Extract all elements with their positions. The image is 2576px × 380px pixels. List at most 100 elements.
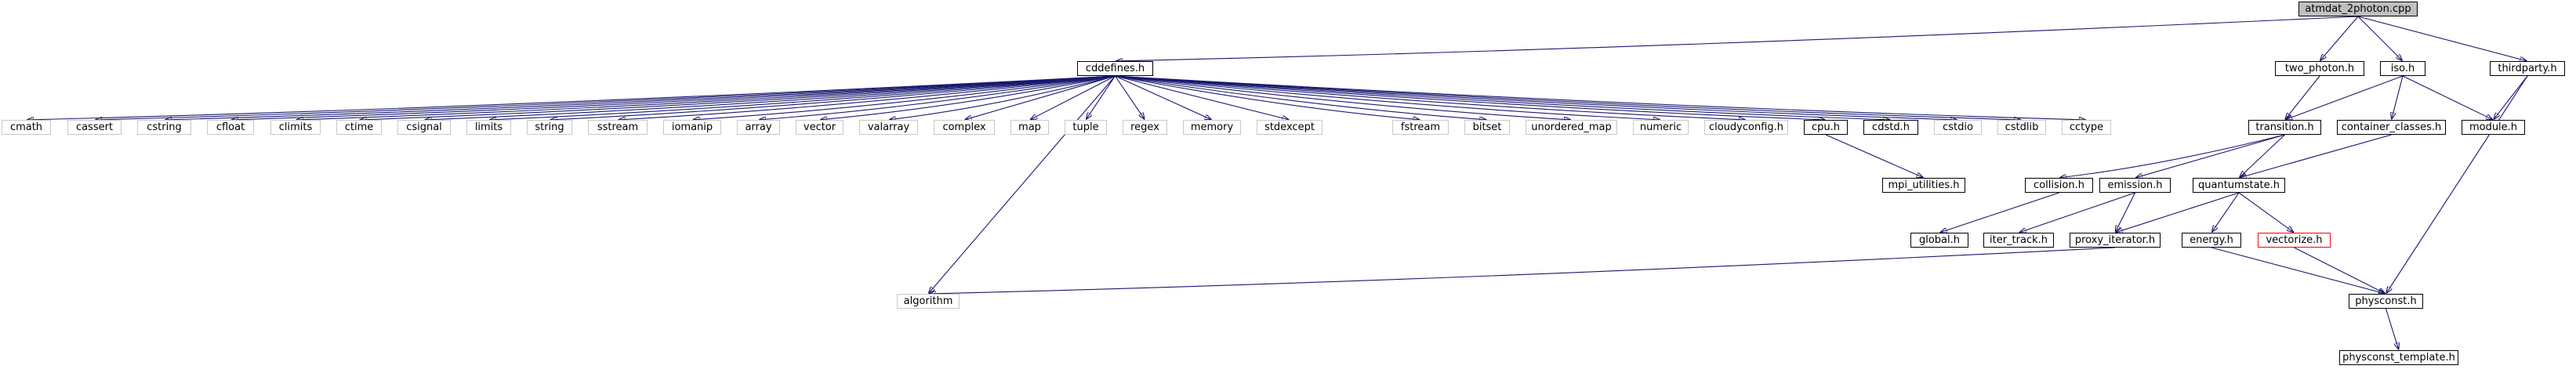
graph-edge [1087,75,1116,119]
graph-edge [2116,192,2135,232]
graph-edge [296,75,1116,120]
graph-node-algorithm[interactable]: algorithm [897,294,960,309]
graph-node-label: cfloat [216,121,245,133]
graph-node-label: container_classes.h [2341,121,2442,133]
graph-node-limits[interactable]: limits [466,120,511,135]
graph-node-bitset[interactable]: bitset [1464,120,1510,135]
graph-node-cassert[interactable]: cassert [67,120,122,135]
graph-edge [2402,75,2492,119]
graph-node-physconst-h[interactable]: physconst.h [2349,294,2423,309]
graph-node-label: cctype [2069,121,2104,133]
graph-node-cstdio[interactable]: cstdio [1934,120,1982,135]
graph-node-label: valarray [867,121,910,133]
graph-node-label: iomanip [671,121,713,133]
graph-edge [425,75,1116,120]
graph-edge [360,75,1116,120]
graph-node-valarray[interactable]: valarray [859,120,918,135]
graph-node-fstream[interactable]: fstream [1392,120,1449,135]
graph-node-sstream[interactable]: sstream [588,120,648,135]
graph-node-label: algorithm [903,295,953,307]
graph-node-label: complex [942,121,986,133]
graph-node-map[interactable]: map [1010,120,1049,135]
graph-node-mpi-utilities-h[interactable]: mpi_utilities.h [1882,178,1965,193]
graph-node-climits[interactable]: climits [270,120,321,135]
graph-edge [1115,75,1420,120]
graph-edge [2285,75,2320,119]
graph-node-numeric[interactable]: numeric [1633,120,1689,135]
graph-node-container-classes-h[interactable]: container_classes.h [2337,120,2446,135]
graph-node-cddefines-h[interactable]: cddefines.h [1077,61,1153,76]
graph-node-label: cdstd.h [1872,121,1910,133]
graph-edge [27,75,1116,120]
graph-edge [2240,134,2285,177]
graph-edge [2494,75,2528,119]
graph-node-iter-track-h[interactable]: iter_track.h [1983,233,2054,248]
graph-edge [2294,247,2386,293]
graph-edge [821,75,1116,120]
graph-edge [1940,192,2059,233]
graph-edge [929,247,2116,294]
graph-node-regex[interactable]: regex [1123,120,1167,135]
graph-edge [1825,134,1923,177]
graph-node-stdexcept[interactable]: stdexcept [1257,120,1322,135]
graph-node-label: cddefines.h [1085,63,1145,74]
graph-node-vectorize-h[interactable]: vectorize.h [2258,233,2331,248]
graph-node-tuple[interactable]: tuple [1065,120,1107,135]
graph-node-ctime[interactable]: ctime [336,120,382,135]
graph-edge [693,75,1116,120]
graph-edge [2212,192,2240,232]
graph-node-energy-h[interactable]: energy.h [2182,233,2241,248]
graph-node-atmdat-2photon-cpp[interactable]: atmdat_2photon.cpp [2298,2,2418,16]
graph-node-complex[interactable]: complex [934,120,995,135]
graph-node-label: ctime [344,121,374,133]
graph-node-physconst-template-h[interactable]: physconst_template.h [2339,350,2458,365]
graph-node-label: vector [803,121,836,133]
graph-edge [2019,192,2135,233]
graph-node-label: csignal [406,121,442,133]
graph-edge [231,75,1116,120]
graph-edge [1115,75,1890,120]
graph-node-label: emission.h [2107,179,2163,191]
graph-node-emission-h[interactable]: emission.h [2099,178,2171,193]
graph-node-iso-h[interactable]: iso.h [2380,61,2425,76]
graph-node-global-h[interactable]: global.h [1910,233,1968,248]
graph-node-proxy-iterator-h[interactable]: proxy_iterator.h [2070,233,2161,248]
graph-edge [1115,75,2086,120]
graph-node-cmath[interactable]: cmath [2,120,51,135]
graph-node-cfloat[interactable]: cfloat [207,120,254,135]
graph-node-cstdlib[interactable]: cstdlib [1997,120,2046,135]
graph-node-label: tuple [1072,121,1099,133]
graph-node-label: fstream [1400,121,1441,133]
graph-node-csignal[interactable]: csignal [397,120,451,135]
graph-node-collision-h[interactable]: collision.h [2025,178,2093,193]
graph-node-string[interactable]: string [527,120,572,135]
graph-node-iomanip[interactable]: iomanip [663,120,721,135]
graph-node-label: quantumstate.h [2198,179,2280,191]
graph-node-module-h[interactable]: module.h [2462,120,2525,135]
graph-node-transition-h[interactable]: transition.h [2248,120,2321,135]
graph-node-quantumstate-h[interactable]: quantumstate.h [2193,178,2285,193]
graph-edge [2116,192,2240,233]
graph-node-vector[interactable]: vector [796,120,844,135]
graph-node-label: regex [1130,121,1159,133]
graph-edge [1115,75,2021,120]
graph-node-two-photon-h[interactable]: two_photon.h [2275,61,2364,76]
graph-node-label: mpi_utilities.h [1888,179,1960,191]
graph-node-cloudyconfig-h[interactable]: cloudyconfig.h [1704,120,1788,135]
graph-edge [2238,192,2293,232]
graph-node-cpu-h[interactable]: cpu.h [1804,120,1848,135]
graph-node-label: iso.h [2390,63,2415,74]
graph-node-memory[interactable]: memory [1183,120,1241,135]
graph-node-cdstd-h[interactable]: cdstd.h [1863,120,1918,135]
graph-node-array[interactable]: array [737,120,780,135]
graph-node-label: physconst.h [2355,295,2417,307]
graph-node-unordered-map[interactable]: unordered_map [1526,120,1617,135]
graph-edge [1115,75,1486,120]
graph-edge [1116,16,2359,61]
graph-node-label: transition.h [2255,121,2314,133]
graph-node-label: numeric [1639,121,1682,133]
graph-node-thirdparty-h[interactable]: thirdparty.h [2490,61,2565,76]
graph-node-cstring[interactable]: cstring [137,120,191,135]
graph-node-label: collision.h [2034,179,2084,191]
graph-node-cctype[interactable]: cctype [2062,120,2111,135]
